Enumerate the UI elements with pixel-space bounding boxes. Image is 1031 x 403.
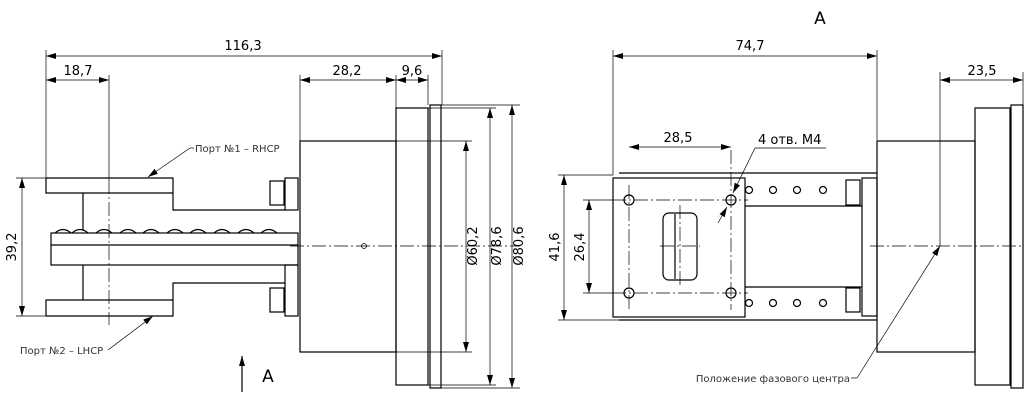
dim-hole-spacing-h: 28,5 <box>664 131 693 146</box>
phase-center-label: Положение фазового центра <box>696 374 850 385</box>
connector <box>845 179 861 206</box>
side-view: 116,3 18,7 28,2 9,6 39,2 <box>5 39 527 392</box>
connector <box>269 287 285 313</box>
dim-port-spacing: 39,2 <box>5 233 20 262</box>
flange-rim <box>1010 104 1024 389</box>
dim-diam-flange2: Ø80,6 <box>512 226 527 265</box>
view-a: A 74,7 23,5 28,5 4 отв. M4 <box>548 9 1024 389</box>
dim-body-length: 28,2 <box>333 64 362 79</box>
iris-holes <box>744 185 828 308</box>
dim-diam-body: Ø60,2 <box>466 226 481 265</box>
polarizer-section <box>50 232 299 266</box>
dim-plate-height: 41,6 <box>548 233 563 262</box>
connector <box>845 287 861 313</box>
flange-rim <box>429 104 442 389</box>
dim-diam-flange1: Ø78,6 <box>490 226 505 265</box>
view-marker: A <box>262 367 274 387</box>
holes-label: 4 отв. M4 <box>758 133 821 148</box>
dim-phase-center-offset: 23,5 <box>968 64 997 79</box>
port2-label: Порт №2 – LHCP <box>20 346 103 357</box>
port1-waveguide <box>45 177 285 211</box>
flange <box>395 107 429 386</box>
waveguide-flange-plate <box>612 177 746 318</box>
dim-flange-thickness: 9,6 <box>402 64 423 79</box>
dim-overall-length: 116,3 <box>224 39 261 54</box>
iris-row <box>54 228 278 234</box>
housing <box>299 140 397 353</box>
dim-overall-length-a: 74,7 <box>736 39 765 54</box>
port2-waveguide <box>45 282 285 317</box>
flange <box>974 107 1011 386</box>
dim-port-offset: 18,7 <box>64 64 93 79</box>
connector <box>269 180 285 206</box>
housing <box>876 140 976 353</box>
port1-label: Порт №1 – RHCP <box>195 144 280 155</box>
view-title: A <box>814 9 826 29</box>
dim-hole-spacing-v: 26,4 <box>573 233 588 262</box>
